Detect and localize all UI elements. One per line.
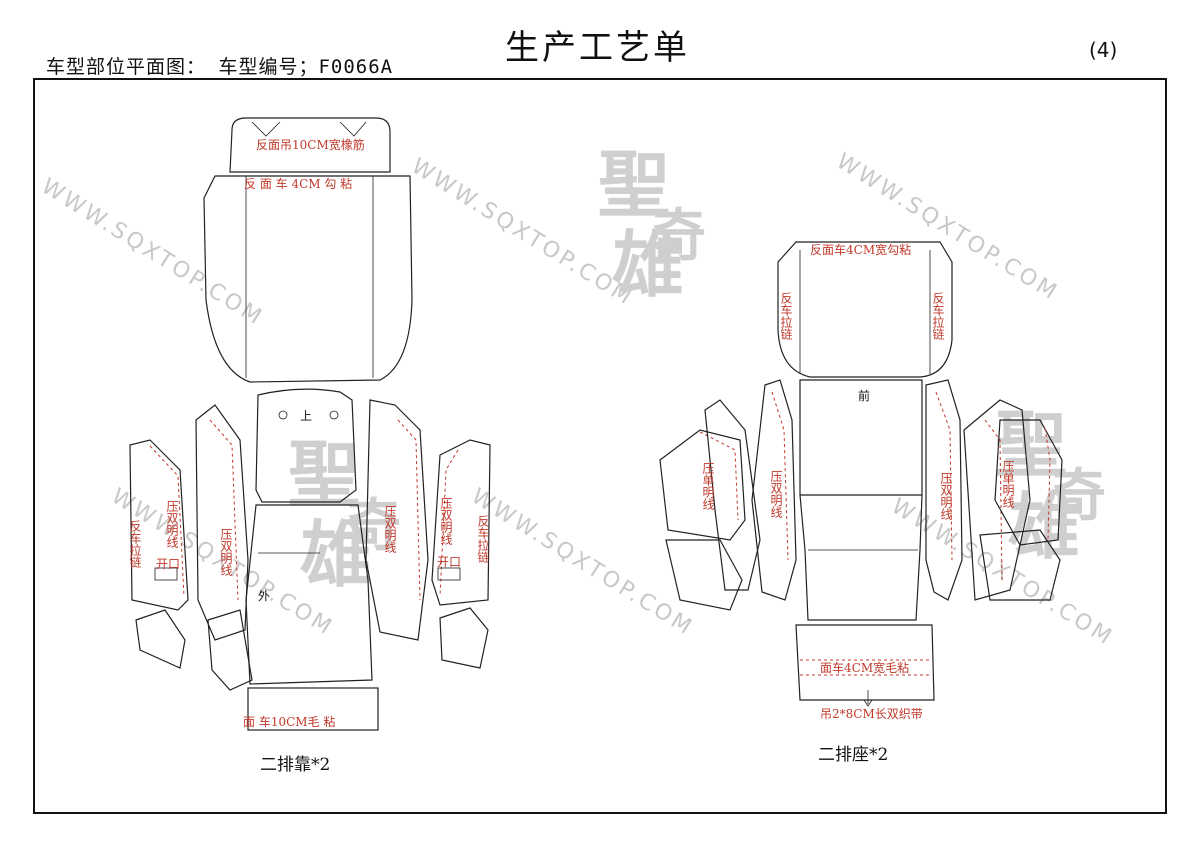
seat-left-piece-2	[704, 399, 761, 591]
seat-note-bottom-band: 面车4CM宽毛粘	[820, 660, 909, 675]
left-flap-piece	[135, 609, 186, 669]
watermark-brand-6: 雄	[300, 512, 372, 597]
watermark-brand-4: 聖	[288, 432, 360, 517]
seat-right-flap	[979, 529, 1061, 601]
note-dbl-stitch-3: 压双明线	[383, 505, 397, 553]
watermark-url-3: WWW.SQXTOP.COM	[832, 149, 1063, 306]
note-top-band: 反面吊10CM宽橡筋	[256, 137, 365, 152]
right-flap-piece	[439, 607, 489, 669]
seat-right-piece-3	[994, 419, 1063, 546]
note-zip-right: 反车拉链	[476, 515, 490, 563]
center-back-piece	[255, 388, 357, 503]
seat-note-dbl-left: 压双明线	[769, 470, 783, 518]
seat-note-zip-left: 反车拉链	[779, 292, 793, 340]
left-lower-piece	[207, 609, 253, 691]
left-side-piece-1	[129, 439, 189, 611]
note-opening-left: 开口	[156, 557, 180, 571]
model-info: 车型部位平面图： 车型编号；F0066A	[46, 56, 394, 78]
right-side-piece-1	[431, 439, 491, 606]
seat-right-piece-2	[963, 399, 1031, 601]
seat-note-dbl-right: 压双明线	[939, 472, 953, 520]
watermark-brand-3: 雄	[612, 222, 684, 307]
note-zip-left: 反车拉链	[128, 520, 142, 568]
seat-left-piece-3	[751, 379, 797, 601]
note-dbl-stitch-2: 压双明线	[219, 528, 233, 576]
watermark-url-5: WWW.SQXTOP.COM	[467, 484, 698, 641]
seat-right-piece-1	[925, 379, 963, 601]
seat-left-piece-1	[659, 429, 746, 541]
annotations: 反面吊10CM宽橡筋 反 面 车 4CM 勾 粘 面 车10CM毛 粘 上 外 …	[128, 137, 1015, 775]
note-opening-right: 开口	[437, 555, 461, 569]
seat-note-zip-right: 反车拉链	[931, 292, 945, 340]
watermark-brand-1: 聖	[598, 142, 670, 227]
seat-left-flap	[665, 539, 743, 611]
note-dbl-stitch-1: 压双明线	[165, 500, 179, 548]
upper-back-piece	[203, 175, 413, 383]
top-band-piece	[229, 117, 391, 173]
mark-up: 上	[300, 409, 312, 423]
bottom-band-piece	[247, 687, 379, 731]
drawing-frame	[33, 78, 1167, 814]
note-upper: 反 面 车 4CM 勾 粘	[244, 176, 352, 191]
note-dbl-stitch-4: 压双明线	[439, 497, 453, 545]
watermark-brand-2: 奇	[650, 203, 706, 269]
right-caption: 二排座*2	[818, 745, 888, 765]
right-side-piece-2	[365, 399, 429, 641]
page-number: (4)	[1089, 38, 1118, 62]
left-caption: 二排靠*2	[260, 755, 330, 775]
watermark-url-1: WWW.SQXTOP.COM	[37, 174, 268, 331]
seat-note-single-left: 压单明线	[701, 462, 715, 510]
watermark-brand-9: 雄	[1008, 484, 1080, 569]
left-pattern	[129, 117, 491, 731]
seat-center-piece	[799, 379, 923, 621]
note-bottom-band: 面 车10CM毛 粘	[243, 714, 335, 729]
watermark-brand-5: 奇	[345, 493, 401, 559]
seat-note-top: 反面车4CM宽勾粘	[810, 242, 911, 257]
seat-mark-front: 前	[858, 388, 870, 403]
page-title: 生产工艺单	[505, 28, 690, 68]
mark-out: 外	[258, 589, 270, 603]
watermark-brand-7: 聖	[995, 402, 1067, 487]
watermark: WWW.SQXTOP.COM WWW.SQXTOP.COM WWW.SQXTOP…	[37, 142, 1118, 651]
left-side-piece-2	[195, 404, 249, 641]
seat-top-piece	[777, 241, 953, 378]
right-pattern	[659, 241, 1063, 707]
seat-note-single-right: 压单明线	[1001, 460, 1015, 508]
seat-bottom-band	[795, 624, 935, 701]
seat-note-strap: 吊2*8CM长双织带	[820, 707, 923, 721]
